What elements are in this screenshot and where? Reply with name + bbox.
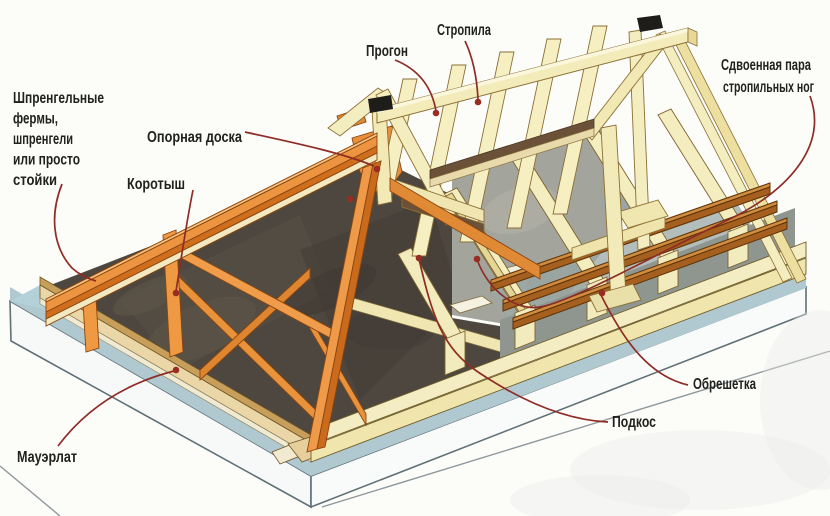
svg-text:Обрешетка: Обрешетка <box>693 376 756 393</box>
svg-text:Прогон: Прогон <box>366 43 408 60</box>
svg-text:Подкос: Подкос <box>612 414 656 431</box>
svg-text:Стропила: Стропила <box>437 22 491 39</box>
svg-text:Шпренгельные: Шпренгельные <box>13 90 104 107</box>
svg-text:или просто: или просто <box>13 152 80 169</box>
svg-text:стойки: стойки <box>13 172 57 189</box>
svg-text:Мауэрлат: Мауэрлат <box>17 449 77 466</box>
svg-text:шпренгели: шпренгели <box>13 131 73 148</box>
svg-text:Сдвоенная пара: Сдвоенная пара <box>721 57 811 74</box>
svg-text:стропильных ног: стропильных ног <box>723 79 814 96</box>
svg-text:Опорная доска: Опорная доска <box>147 129 242 146</box>
svg-text:Коротыш: Коротыш <box>127 176 185 193</box>
svg-text:фермы,: фермы, <box>13 111 58 128</box>
